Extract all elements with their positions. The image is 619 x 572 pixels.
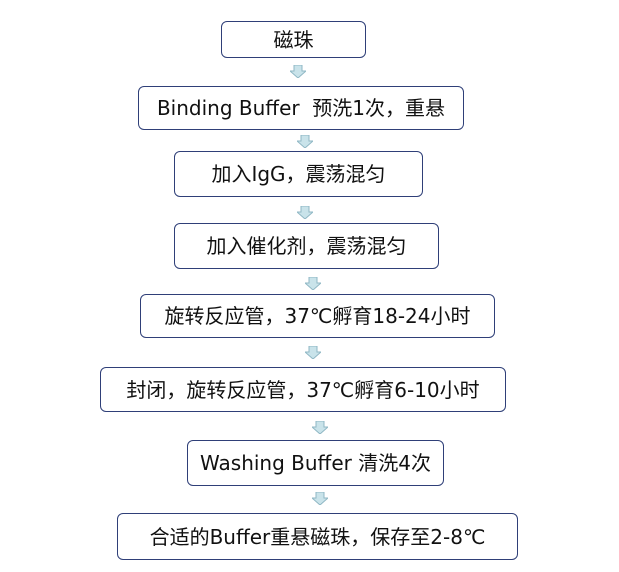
down-arrow-icon [297, 206, 313, 219]
down-arrow-icon [305, 346, 321, 359]
down-arrow-icon [297, 135, 313, 148]
down-arrow-icon [312, 421, 328, 434]
down-arrow-icon [290, 65, 306, 78]
step-add-catalyst: 加入催化剂，震荡混匀 [174, 223, 439, 269]
down-arrow-icon [312, 492, 328, 505]
step-label: 封闭，旋转反应管，37℃孵育6-10小时 [126, 377, 480, 402]
step-label: 加入催化剂，震荡混匀 [206, 234, 407, 258]
step-label: Washing Buffer 清洗4次 [200, 451, 431, 475]
down-arrow-icon [305, 277, 321, 290]
step-label: 加入IgG，震荡混匀 [211, 162, 386, 186]
step-binding-buffer-prewash: Binding Buffer 预洗1次，重悬 [138, 86, 464, 130]
step-add-igg: 加入IgG，震荡混匀 [174, 151, 423, 197]
step-label: 旋转反应管，37℃孵育18-24小时 [164, 304, 471, 328]
step-label: Binding Buffer 预洗1次，重悬 [156, 96, 446, 120]
step-washing-buffer: Washing Buffer 清洗4次 [187, 440, 444, 486]
step-label: 磁珠 [273, 27, 314, 52]
step-beads: 磁珠 [221, 21, 366, 58]
step-label: 合适的Buffer重悬磁珠，保存至2-8℃ [149, 524, 486, 549]
step-resuspend-store: 合适的Buffer重悬磁珠，保存至2-8℃ [117, 513, 518, 560]
step-incubate-18-24h: 旋转反应管，37℃孵育18-24小时 [140, 294, 495, 338]
step-block-incubate-6-10h: 封闭，旋转反应管，37℃孵育6-10小时 [100, 367, 506, 412]
